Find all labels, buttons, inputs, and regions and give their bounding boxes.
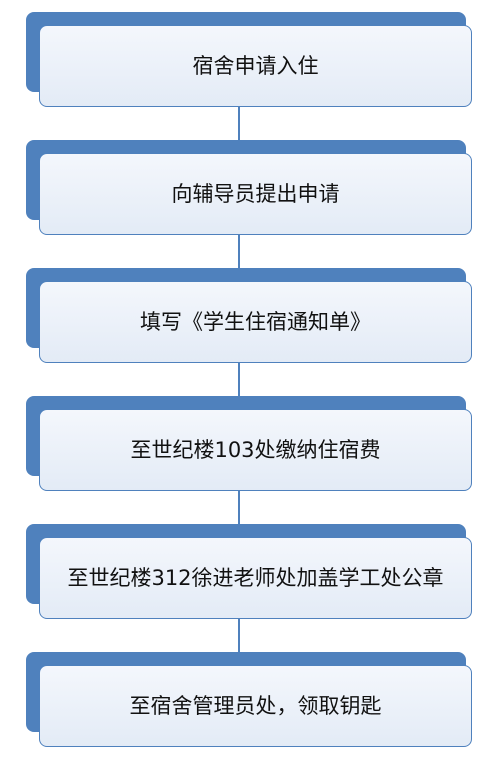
step-label: 至宿舍管理员处，领取钥匙 <box>129 694 382 718</box>
step-card: 向辅导员提出申请 <box>39 153 472 235</box>
step-label: 至世纪楼312徐进老师处加盖学工处公章 <box>67 566 444 590</box>
step-get-key: 至宿舍管理员处，领取钥匙 <box>26 652 476 752</box>
connector-line <box>238 363 240 399</box>
step-card: 宿舍申请入住 <box>39 25 472 107</box>
step-apply-dorm: 宿舍申请入住 <box>26 12 476 112</box>
step-card: 至宿舍管理员处，领取钥匙 <box>39 665 472 747</box>
connector-line <box>238 491 240 527</box>
connector-line <box>238 107 240 143</box>
step-label: 填写《学生住宿通知单》 <box>140 310 371 334</box>
step-pay-fee: 至世纪楼103处缴纳住宿费 <box>26 396 476 496</box>
step-request-counselor: 向辅导员提出申请 <box>26 140 476 240</box>
step-label: 至世纪楼103处缴纳住宿费 <box>130 438 381 462</box>
step-card: 填写《学生住宿通知单》 <box>39 281 472 363</box>
step-label: 宿舍申请入住 <box>192 54 319 78</box>
connector-line <box>238 619 240 655</box>
step-card: 至世纪楼312徐进老师处加盖学工处公章 <box>39 537 472 619</box>
step-label: 向辅导员提出申请 <box>171 182 340 206</box>
step-fill-notice: 填写《学生住宿通知单》 <box>26 268 476 368</box>
step-card: 至世纪楼103处缴纳住宿费 <box>39 409 472 491</box>
connector-line <box>238 235 240 271</box>
step-stamp-seal: 至世纪楼312徐进老师处加盖学工处公章 <box>26 524 476 624</box>
